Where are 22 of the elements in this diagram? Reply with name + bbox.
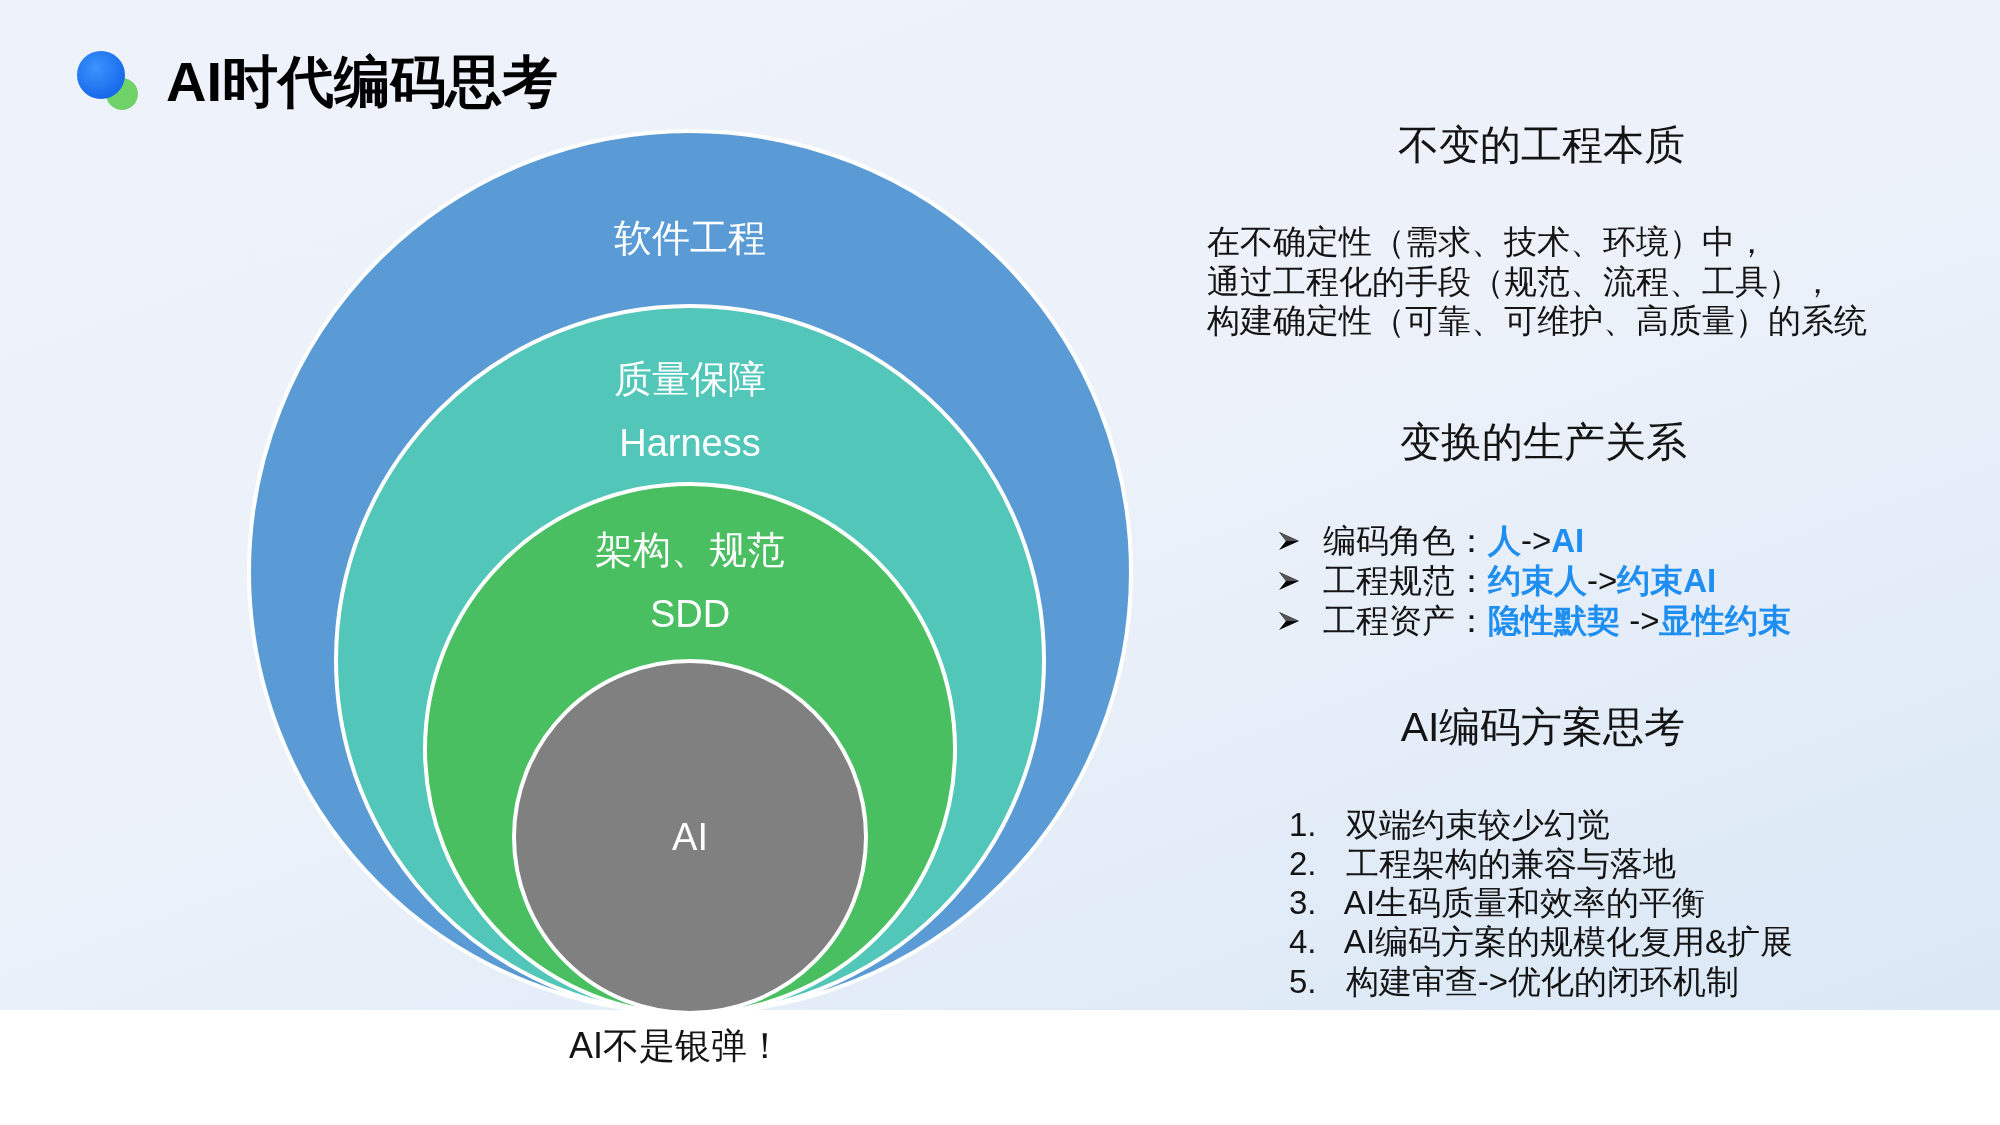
bullet-item: 编码角色：人->AI <box>1323 522 1585 560</box>
paragraph-line: 在不确定性（需求、技术、环境）中， <box>1207 223 1768 261</box>
numbered-item: 1. 双端约束较少幻觉 <box>1289 806 1610 844</box>
slide-title: AI时代编码思考 <box>166 49 558 115</box>
numbered-item: 4. AI编码方案的规模化复用&扩展 <box>1289 923 1794 961</box>
paragraph-line: 通过工程化的手段（规范、流程、工具）， <box>1207 263 1834 301</box>
section-heading: 变换的生产关系 <box>1399 419 1687 467</box>
bullet-item: 工程资产：隐性默契 ->显性约束 <box>1323 602 1792 640</box>
bullet-item: 工程规范：约束人->约束AI <box>1323 562 1717 600</box>
caption-text: AI不是银弹！ <box>569 1025 783 1067</box>
paragraph-line: 构建确定性（可靠、可维护、高质量）的系统 <box>1207 302 1867 340</box>
circle-label: 质量保障 <box>614 358 766 402</box>
numbered-item: 3. AI生码质量和效率的平衡 <box>1289 884 1706 922</box>
circle-label: 软件工程 <box>614 217 766 261</box>
section-heading: AI编码方案思考 <box>1400 704 1686 752</box>
circle-label: AI <box>672 816 708 860</box>
circle-label: Harness <box>619 422 761 466</box>
numbered-item: 2. 工程架构的兼容与落地 <box>1289 845 1676 883</box>
circle-label: SDD <box>649 593 731 637</box>
section-heading: 不变的工程本质 <box>1397 122 1685 170</box>
numbered-item: 5. 构建审查->优化的闭环机制 <box>1289 963 1739 1001</box>
circle-label: 架构、规范 <box>595 529 785 573</box>
